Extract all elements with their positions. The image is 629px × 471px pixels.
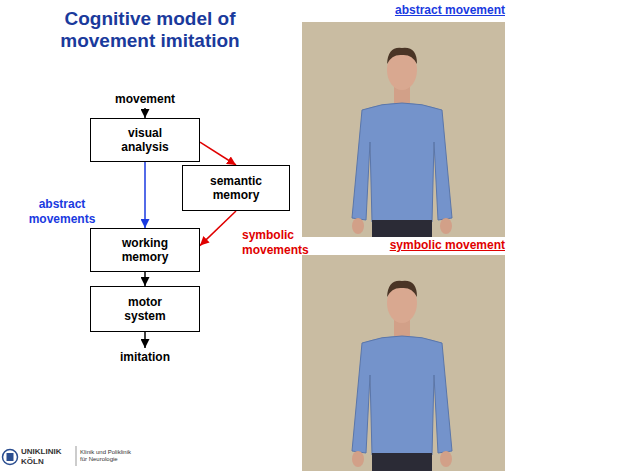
node-text: visual analysis	[113, 126, 177, 154]
flow-terminal: movement	[105, 90, 185, 108]
flow-arrow	[200, 142, 236, 165]
person-photo	[302, 255, 505, 471]
flow-arrow	[144, 272, 146, 286]
flow-arrow	[200, 211, 236, 246]
node-text: motor system	[113, 295, 177, 323]
process-box: visual analysis	[90, 118, 200, 162]
edge-label: abstract movements	[26, 197, 98, 227]
flow-arrow	[144, 162, 146, 228]
flow-terminal: imitation	[105, 348, 185, 366]
hand	[352, 451, 364, 467]
node-text: working memory	[113, 236, 177, 264]
slide-title: Cognitive model of movement imitation	[28, 8, 272, 52]
logo-text: UNIKLINIK	[21, 447, 75, 456]
node-text: semantic memory	[204, 174, 268, 202]
wall	[302, 22, 505, 237]
process-box: motor system	[90, 286, 200, 332]
wall	[302, 255, 505, 471]
trousers	[372, 453, 432, 471]
edge-label: symbolic movements	[242, 228, 306, 258]
node-text: movement	[115, 92, 175, 106]
logo-icon	[3, 446, 77, 466]
node-text: imitation	[120, 350, 170, 364]
hand	[440, 451, 452, 467]
hair	[387, 281, 417, 297]
flow-arrow	[144, 332, 146, 348]
logo-subtext: für Neurologie	[80, 456, 160, 463]
process-box: working memory	[90, 228, 200, 272]
process-box: semantic memory	[182, 165, 290, 211]
hair	[387, 48, 417, 64]
shirt	[352, 103, 452, 222]
flow-arrow	[144, 108, 146, 118]
logo-subtext: Klinik und Poliklinik	[80, 449, 160, 456]
hand	[352, 218, 364, 234]
logo-divider	[76, 446, 77, 466]
person-photo	[302, 22, 505, 237]
logo-text: KÖLN	[21, 457, 75, 466]
logo-ring	[3, 450, 18, 465]
trousers	[372, 220, 432, 237]
shirt	[352, 336, 452, 455]
hand	[440, 218, 452, 234]
video-heading: symbolic movement	[305, 238, 505, 253]
video-heading: abstract movement	[305, 3, 505, 18]
logo-mark	[7, 453, 14, 461]
